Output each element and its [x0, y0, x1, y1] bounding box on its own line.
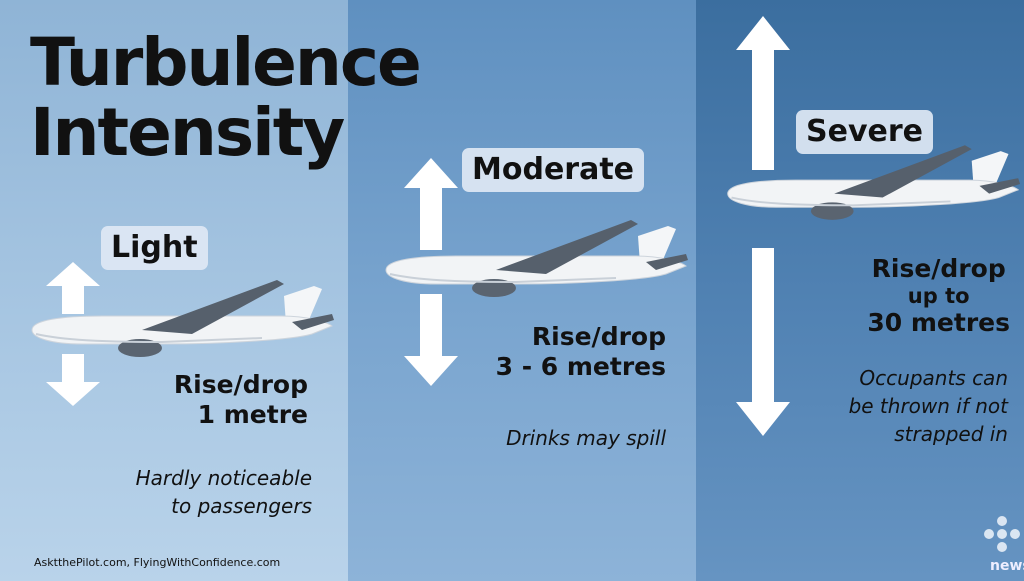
arrow-up-icon: [404, 158, 458, 250]
rise-text-severe: Rise/drop up to 30 metres: [867, 254, 1010, 337]
level-label-severe: Severe: [796, 110, 933, 154]
airplane-icon: [727, 145, 1021, 220]
arrow-down-icon: [736, 248, 790, 436]
arrow-down-icon: [404, 294, 458, 386]
level-label-moderate: Moderate: [462, 148, 645, 192]
description-light: Hardly noticeable to passengers: [135, 466, 312, 518]
rise-text-moderate: Rise/drop 3 - 6 metres: [495, 322, 666, 381]
level-label-light: Light: [101, 226, 208, 270]
title-line-2: Intensity: [30, 94, 345, 171]
title-line-1: Turbulence: [30, 24, 422, 101]
arrow-down-icon: [46, 354, 100, 406]
page-title: Turbulence Intensity: [30, 24, 422, 171]
description-severe: Occupants can be thrown if not strapped …: [848, 366, 1008, 446]
rise-text-light: Rise/drop 1 metre: [173, 370, 308, 429]
cbc-gem-icon: [984, 516, 1020, 552]
news-logo-text: news: [990, 558, 1024, 574]
arrow-up-icon: [736, 16, 790, 170]
panel-light: [0, 0, 348, 581]
panel-moderate: [348, 0, 696, 581]
source-credit: AsktthePilot.com, FlyingWithConfidence.c…: [34, 556, 281, 569]
description-moderate: Drinks may spill: [506, 426, 666, 450]
arrow-up-icon: [46, 262, 100, 314]
airplane-icon: [31, 280, 334, 357]
airplane-icon: [385, 220, 688, 297]
panel-severe: [696, 0, 1024, 581]
